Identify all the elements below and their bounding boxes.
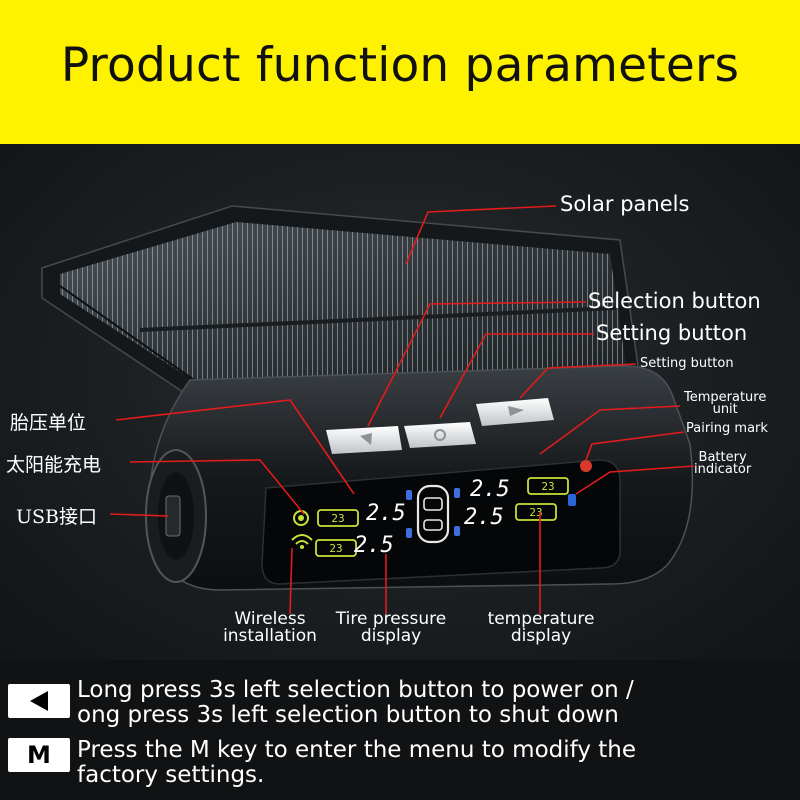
label-battery-indicator: Battery indicator [694,450,752,477]
callout-solar-charge [129,459,305,515]
label-selection-button: Selection button [588,289,761,313]
pressure-fr: 2.5 [470,477,510,502]
temp-fr: 23 [541,480,554,493]
instruction-menu-line1: Press the M key to enter the menu to mod… [77,737,636,763]
callout-setting-small [519,363,637,399]
callout-selection [367,301,587,427]
usb-port [165,495,181,537]
label-temperature-unit: Temperature unit [684,390,767,417]
wireless-icon [291,534,313,541]
temp-box-rl [315,539,357,557]
temp-box-fr [527,477,569,495]
page-title: Product function parameters [60,38,740,93]
car-top-icon [416,484,450,544]
temp-box-rr [515,503,557,521]
instruction-menu: M Press the M key to enter the menu to m… [0,736,800,792]
label-tire-pressure-unit-cn: 胎压单位 [10,412,87,434]
selection-button[interactable] [326,426,402,454]
callout-temp-unit [539,405,681,455]
solar-panel [41,205,641,411]
device-buttons [326,398,554,454]
instruction-power: Long press 3s left selection button to p… [0,676,800,732]
temp-box-fl [317,509,359,527]
pressure-rl: 2.5 [354,533,394,558]
instruction-power-line2: ong press 3s left selection button to sh… [77,702,619,728]
callout-solar [405,205,557,265]
temp-rl: 23 [329,542,342,555]
callout-pressure-unit [115,399,355,495]
device-illustration: 23 23 23 23 2.5 2.5 2.5 2.5 [41,205,695,615]
label-tire-pressure-display: Tire pressure display [335,609,447,646]
instruction-menu-line2: factory settings. [77,762,265,788]
label-wireless-installation: Wireless installation [223,609,317,646]
product-diagram: 23 23 23 23 2.5 2.5 2.5 2.5 [0,144,800,660]
callout-lines [109,205,695,615]
left-arrow-button-icon [8,684,70,718]
pairing-icon [580,460,592,472]
callout-setting [439,333,594,419]
pressure-fl: 2.5 [366,501,406,526]
setting-button[interactable] [404,422,476,448]
label-solar-charging-cn: 太阳能充电 [6,454,102,476]
callout-battery [575,465,695,495]
label-pairing-mark: Pairing mark [686,421,768,436]
callout-wireless [289,547,293,615]
pressure-rr: 2.5 [464,505,504,530]
callout-pairing [585,431,685,461]
label-solar-panels: Solar panels [560,192,690,216]
label-usb-port-cn: USB接口 [16,506,97,528]
callout-usb [109,513,169,517]
label-setting-button-small: Setting button [640,356,734,371]
m-key-icon: M [8,738,70,772]
temp-fl: 23 [331,512,344,525]
instruction-power-line1: Long press 3s left selection button to p… [77,677,634,703]
label-temperature-display: temperature display [487,609,595,646]
battery-icon [568,494,576,506]
label-setting-button: Setting button [596,321,748,345]
title-banner: Product function parameters [0,0,800,144]
